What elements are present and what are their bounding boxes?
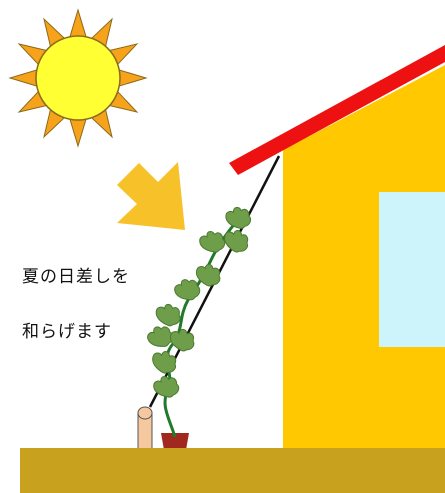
house-roof [229, 45, 445, 175]
leaf [155, 303, 181, 327]
caption-line-2: 和らげます [22, 322, 112, 342]
leaf [199, 231, 226, 253]
house-icon [229, 45, 445, 448]
ground [20, 448, 445, 493]
stake [137, 406, 153, 451]
leaf [153, 376, 180, 398]
flower-pot-icon [161, 433, 189, 450]
sun-icon [8, 8, 148, 148]
caption-line-1: 夏の日差しを [22, 267, 130, 287]
leaf [195, 263, 221, 287]
leaf [174, 279, 201, 301]
leaf [225, 206, 252, 229]
vine-stem [163, 221, 238, 438]
leaf [169, 328, 195, 352]
vine-plant-icon [147, 206, 252, 398]
house-window [379, 192, 445, 347]
leaf [152, 351, 177, 374]
arrow-icon [117, 162, 185, 230]
leaf [224, 230, 249, 253]
leaf [147, 326, 174, 347]
house-wall [283, 65, 445, 448]
